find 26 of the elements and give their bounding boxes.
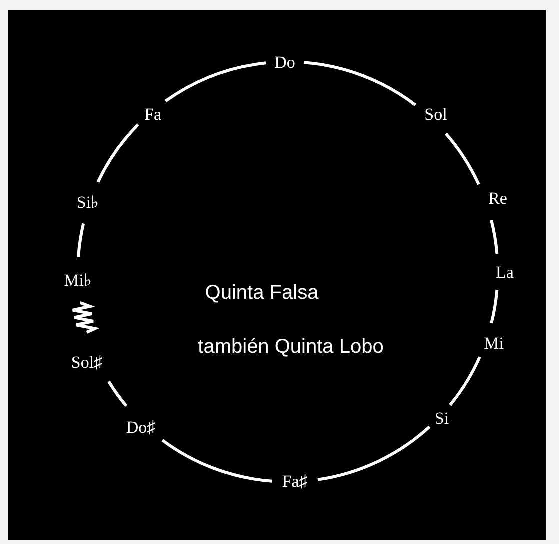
circle-arc xyxy=(77,223,86,258)
note-label: Si xyxy=(431,407,453,429)
note-label: Fa♯ xyxy=(276,470,314,492)
center-caption: también Quinta Lobo xyxy=(198,337,384,357)
note-label: La xyxy=(491,261,519,283)
circle-arc xyxy=(490,290,499,324)
note-label: Sol xyxy=(419,103,453,125)
center-caption: Quinta Falsa xyxy=(205,283,319,303)
note-label: Mi♭ xyxy=(59,269,97,291)
circle-arc xyxy=(444,132,480,186)
note-label: Do xyxy=(270,51,300,73)
circle-arc xyxy=(96,124,140,183)
note-label: Sol♯ xyxy=(64,351,110,373)
circle-arc xyxy=(162,439,272,483)
note-label: Re xyxy=(483,187,513,209)
circle-arc xyxy=(304,61,416,106)
note-label: Mi xyxy=(480,332,508,354)
note-label: Si♭ xyxy=(70,191,106,213)
circle-arc xyxy=(490,220,499,254)
circle-arc xyxy=(449,356,482,406)
note-label: Fa xyxy=(139,103,167,125)
zigzag-line xyxy=(71,301,100,334)
note-label: Do♯ xyxy=(120,416,162,438)
circle-arc xyxy=(108,380,128,408)
circle-arc xyxy=(318,426,431,482)
circle-arc xyxy=(164,62,266,103)
